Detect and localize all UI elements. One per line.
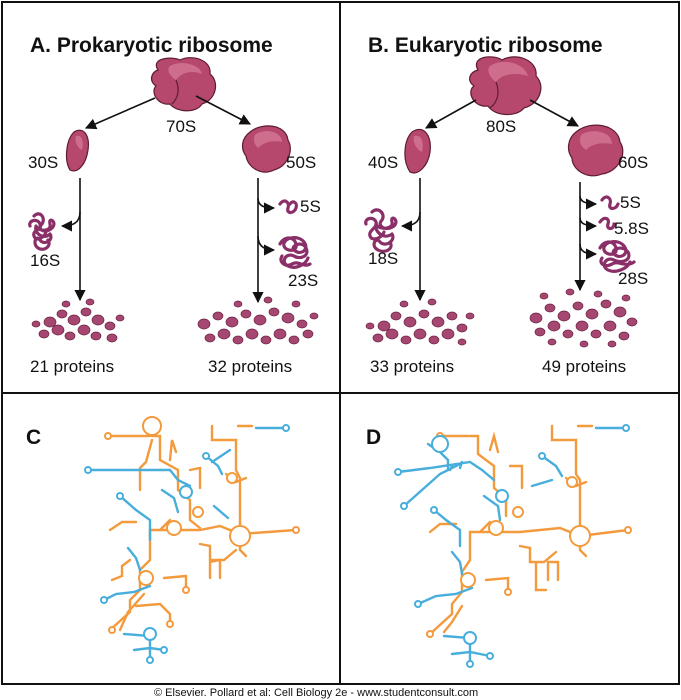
panel-b: B. Eukaryotic ribosome 80S 40S 60S 18S <box>364 34 649 376</box>
rrna-5s <box>278 199 298 215</box>
panel-a-title: A. Prokaryotic ribosome <box>30 34 273 57</box>
small-proteins-b <box>365 298 475 346</box>
panel-c-letter: C <box>26 426 41 449</box>
rrna-secondary-structure-d <box>394 424 632 668</box>
large-proteins-b <box>529 288 638 348</box>
label-5-8s: 5.8S <box>614 219 649 238</box>
subunit-50s <box>241 125 291 173</box>
ribosome-80s <box>469 56 542 116</box>
label-49-proteins: 49 proteins <box>542 357 626 376</box>
label-5s: 5S <box>300 197 321 216</box>
panel-d-letter: D <box>366 426 381 449</box>
rrna-28s <box>598 240 636 273</box>
label-33-proteins: 33 proteins <box>370 357 454 376</box>
rrna-5-8s <box>598 216 616 231</box>
label-5s-euk: 5S <box>620 193 641 212</box>
label-16s: 16S <box>30 251 60 270</box>
label-70s: 70S <box>166 117 196 136</box>
label-40s: 40S <box>368 153 398 172</box>
ribosome-70s <box>150 57 217 112</box>
rrna-16s <box>28 212 56 251</box>
rrna-5s-euk <box>600 195 620 211</box>
label-30s: 30S <box>28 153 58 172</box>
panel-a: A. Prokaryotic ribosome 70S 30S 50S <box>28 34 321 376</box>
label-50s: 50S <box>286 153 316 172</box>
rrna-23s <box>278 236 312 269</box>
subunit-60s <box>567 124 624 177</box>
panel-c: C <box>26 416 300 664</box>
panel-d: D <box>366 424 632 668</box>
label-60s: 60S <box>618 153 648 172</box>
label-80s: 80S <box>486 117 516 136</box>
label-18s: 18S <box>368 249 398 268</box>
panel-b-title: B. Eukaryotic ribosome <box>368 34 603 57</box>
label-21-proteins: 21 proteins <box>30 357 114 376</box>
small-proteins-a <box>31 298 125 343</box>
rrna-18s <box>364 208 398 253</box>
label-32-proteins: 32 proteins <box>208 357 292 376</box>
subunit-40s <box>404 128 431 174</box>
rrna-secondary-structure-c <box>84 416 300 664</box>
large-proteins-a <box>197 296 319 345</box>
subunit-30s <box>65 129 89 172</box>
copyright-credit: © Elsevier. Pollard et al: Cell Biology … <box>154 687 478 699</box>
label-28s: 28S <box>618 269 648 288</box>
label-23s: 23S <box>288 271 318 290</box>
